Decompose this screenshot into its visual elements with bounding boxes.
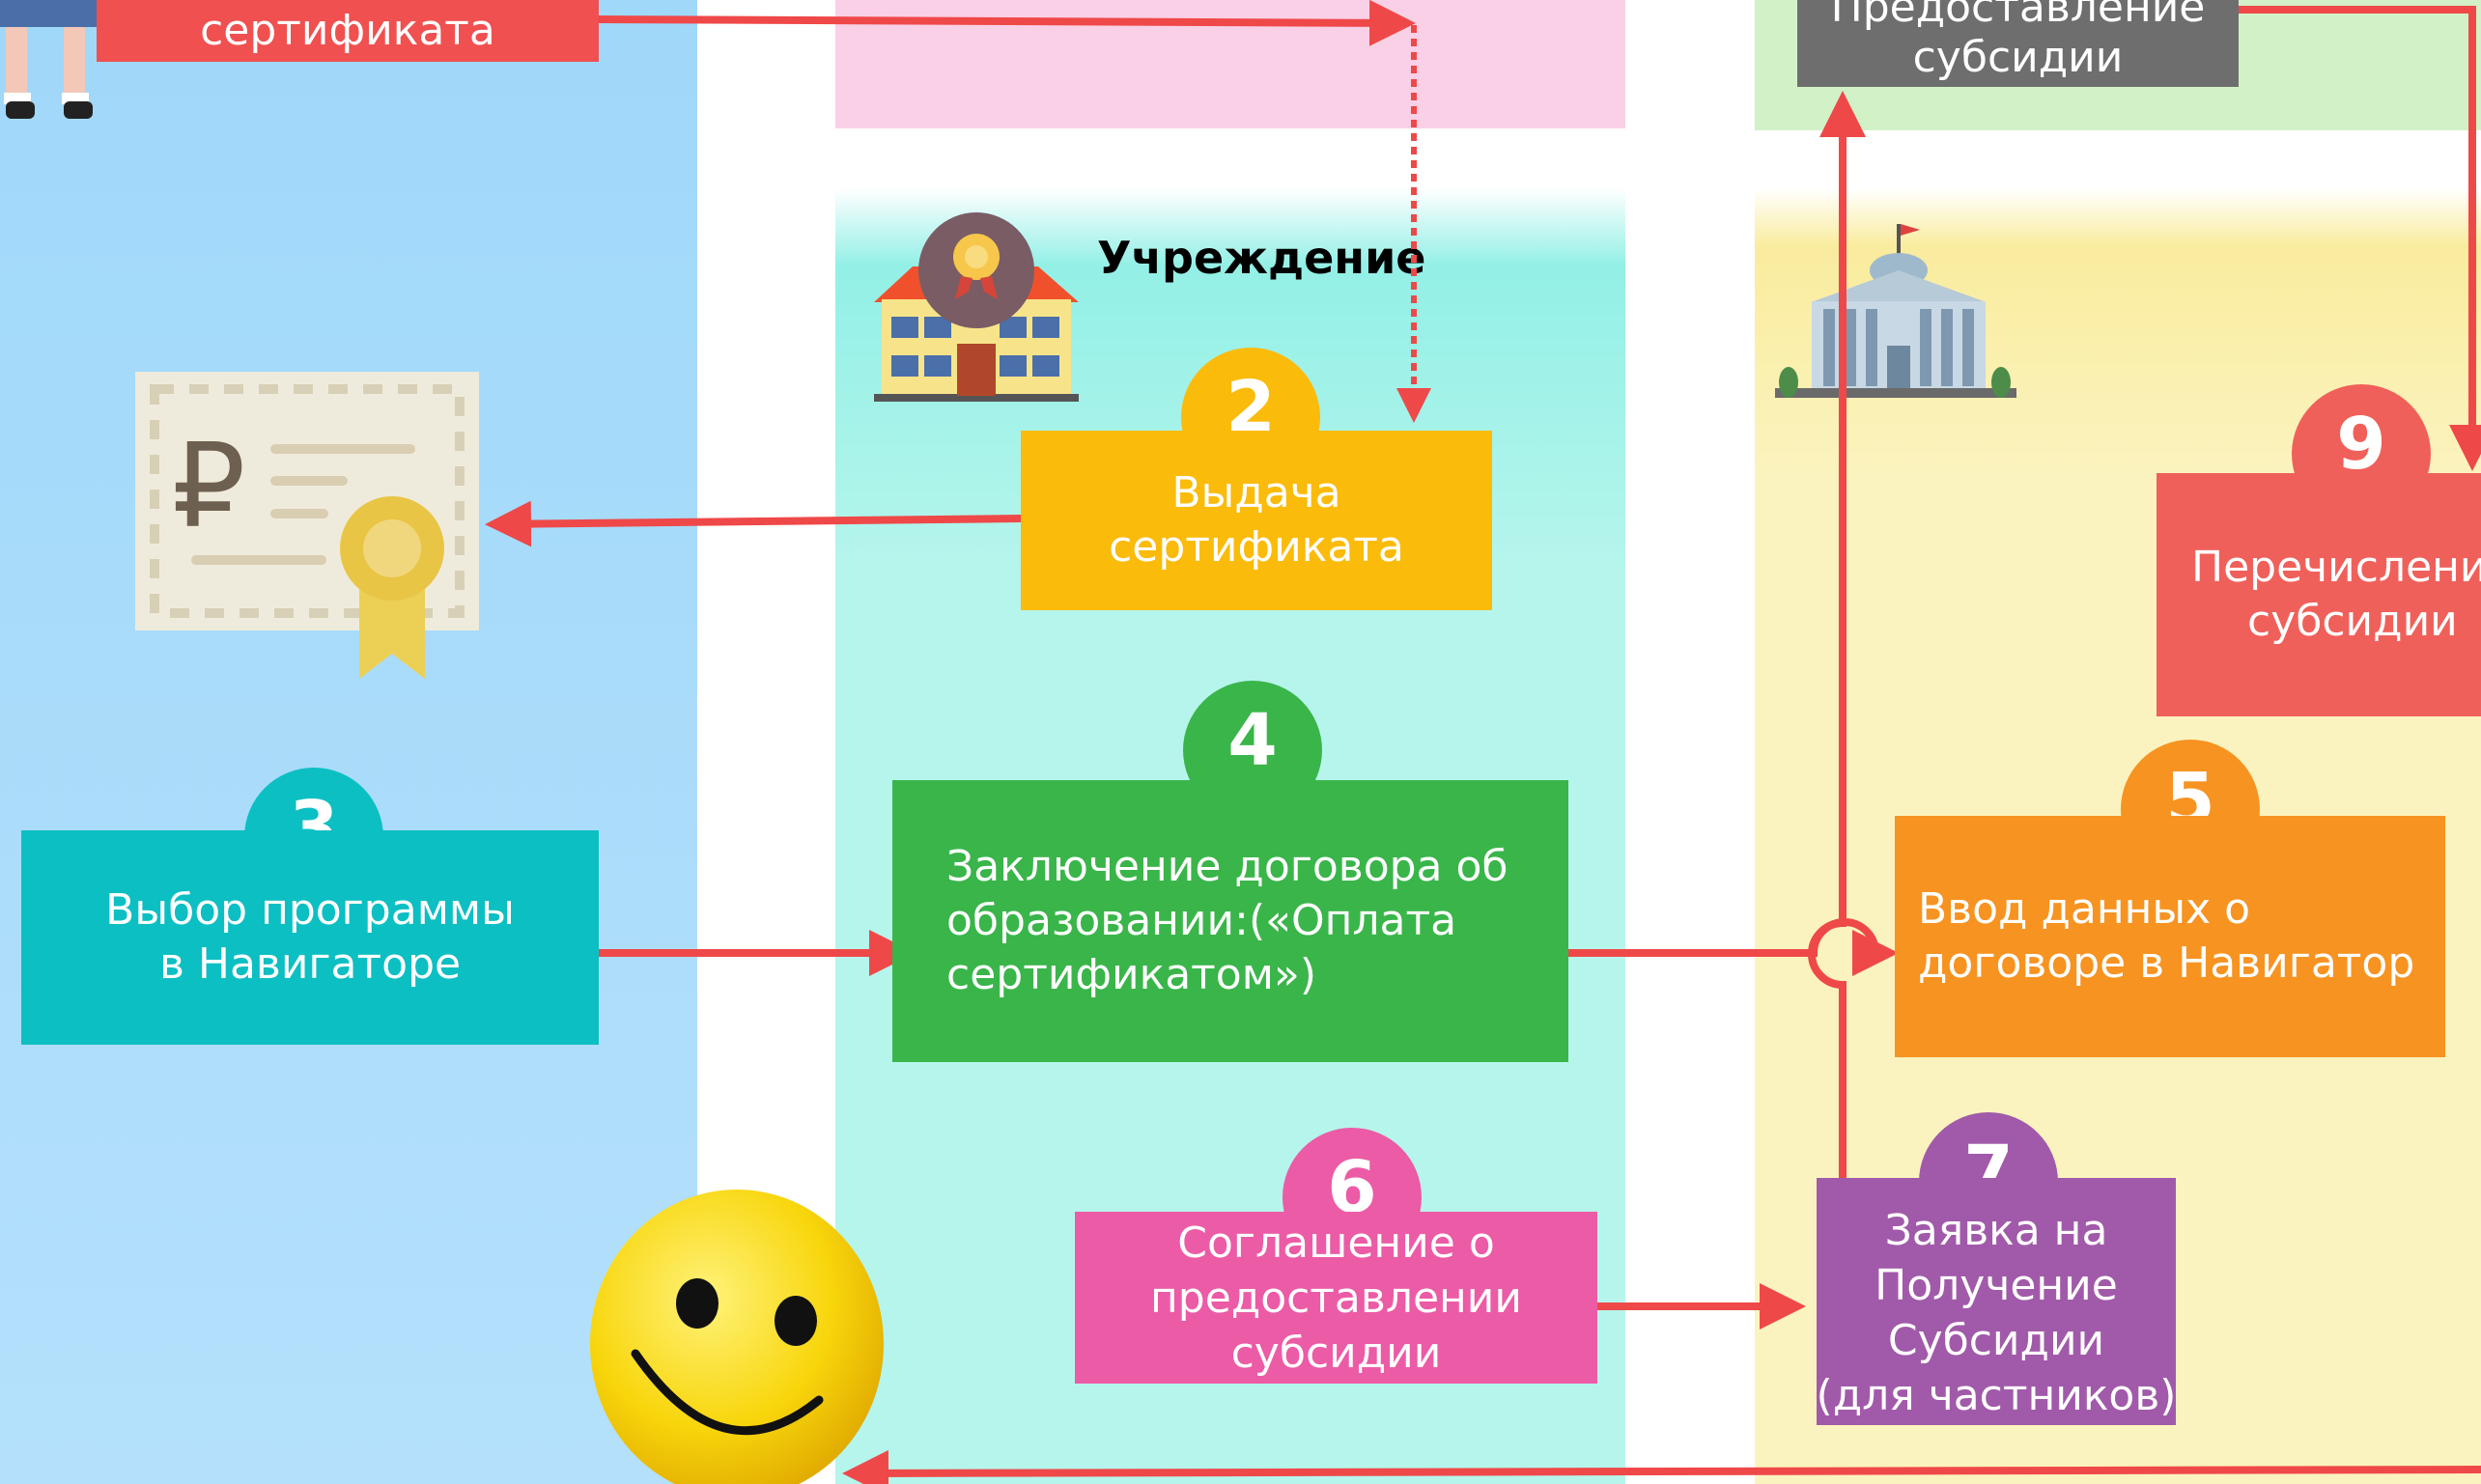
lane-parent [0, 0, 697, 1484]
step7-box: Заявка на Получение Субсидии (для частни… [1817, 1178, 2176, 1425]
step7-line2: Получение [1875, 1261, 2118, 1310]
step5-line1: Ввод данных о [1918, 884, 2251, 934]
svg-text:₽: ₽ [172, 420, 245, 554]
step6-line3: субсидии [1230, 1328, 1442, 1378]
top-right-box-line1: Предоставление [1830, 0, 2206, 32]
step3-line1: Выбор программы [105, 885, 515, 935]
arrow-subsidy-to-step9 [2239, 6, 2481, 471]
arrow-return-to-parent [842, 1449, 2481, 1484]
step2-line2: сертификата [1109, 522, 1404, 572]
arrow-step7-to-subsidy [1808, 91, 1866, 1180]
step4-line2: образовании:(«Оплата [946, 896, 1457, 945]
step9-line2: субсидии [2247, 597, 2458, 646]
top-right-box-line2: субсидии [1912, 33, 2124, 82]
arrow-1-to-institution [598, 0, 1416, 46]
child-icon [0, 0, 97, 119]
school-building-icon [874, 212, 1079, 402]
step4-line3: сертификатом») [946, 950, 1317, 999]
top-right-box: Предоставление субсидии [1797, 0, 2239, 87]
step2-line1: Выдача [1171, 468, 1341, 518]
step2-box: Выдача сертификата [1021, 431, 1492, 610]
step6-line2: предоставлении [1150, 1273, 1522, 1323]
step4-box: Заключение договора об образовании:(«Опл… [892, 780, 1568, 1062]
step4-line1: Заключение договора об [946, 842, 1508, 891]
step3-line2: в Навигаторе [158, 939, 462, 989]
step9-line1: Перечислени [2191, 543, 2481, 592]
step6-line1: Соглашение о [1177, 1218, 1495, 1268]
step3-box: Выбор программы в Навигаторе [21, 830, 599, 1045]
step5-line2: договоре в Навигатор [1918, 938, 2415, 988]
step7-line1: Заявка на [1884, 1206, 2108, 1255]
top-left-box-text: сертификата [200, 6, 495, 55]
arrow-step2-to-certificate [485, 500, 1023, 547]
step6-box: Соглашение о предоставлении субсидии [1075, 1212, 1597, 1384]
step5-box: Ввод данных о договоре в Навигатор [1895, 816, 2445, 1057]
step7-line4: (для частников) [1816, 1371, 2177, 1420]
institution-title: Учреждение [1097, 232, 1426, 284]
smiley-icon [590, 1190, 884, 1484]
step7-line3: Субсидии [1887, 1316, 2105, 1365]
top-left-box: сертификата [97, 0, 599, 62]
step9-box: Перечислени субсидии [2157, 473, 2481, 716]
ruble-certificate-icon: ₽ [135, 372, 479, 679]
